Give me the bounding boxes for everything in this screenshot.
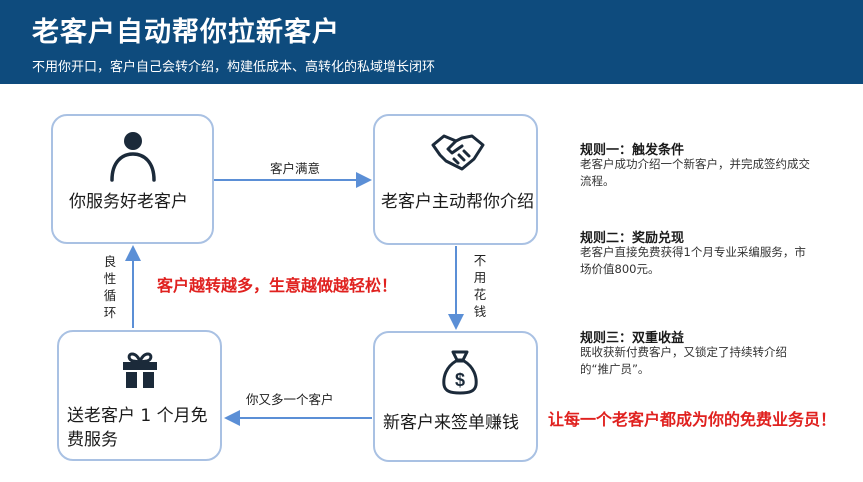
bottom-slogan: 让每一个老客户都成为你的免费业务员！ xyxy=(548,410,837,429)
edge-label-cycle: 良性循环 xyxy=(103,254,117,320)
edge-label-satisfied: 客户满意 xyxy=(270,161,321,176)
gift-icon xyxy=(123,352,157,388)
node-new-customer-signs: $ 新客户来签单赚钱 xyxy=(373,331,538,462)
node-refer-label: 老客户主动帮你介绍 xyxy=(381,192,534,212)
node-serve-label: 你服务好老客户 xyxy=(69,192,188,212)
node-serve-old-customer: 你服务好老客户 xyxy=(51,114,214,244)
money-bag-icon: $ xyxy=(442,350,478,395)
rule-3-text: 既收获新付费客户，又锁定了持续转介绍的“推广员”。 xyxy=(580,345,787,376)
node-gift-free-service: 送老客户 1 个月免费服务 xyxy=(57,330,222,461)
node-gift-label: 送老客户 1 个月免费服务 xyxy=(67,406,208,450)
center-slogan: 客户越转越多，生意越做越轻松！ xyxy=(157,276,398,295)
rule-1-text: 老客户成功介绍一个新客户，并完成签约成交流程。 xyxy=(580,157,810,188)
node-sign-label: 新客户来签单赚钱 xyxy=(383,413,519,433)
rule-3-title: 规则三：双重收益 xyxy=(580,331,685,346)
svg-text:$: $ xyxy=(455,370,465,390)
user-icon xyxy=(110,132,156,182)
node-old-customer-refers: 老客户主动帮你介绍 xyxy=(373,114,538,245)
edge-label-free: 不用花钱 xyxy=(473,253,487,319)
page-subtitle: 不用你开口，客户自己会转介绍，构建低成本、高转化的私域增长闭环 xyxy=(32,60,436,75)
rule-2-text: 老客户直接免费获得1个月专业采编服务，市场价值800元。 xyxy=(580,245,806,276)
rule-1-title: 规则一：触发条件 xyxy=(580,143,685,158)
handshake-icon xyxy=(431,134,485,171)
header-banner: 老客户自动帮你拉新客户 不用你开口，客户自己会转介绍，构建低成本、高转化的私域增… xyxy=(0,0,863,84)
edge-label-one-more: 你又多一个客户 xyxy=(246,392,334,407)
rule-2-title: 规则二：奖励兑现 xyxy=(580,231,685,246)
page-title: 老客户自动帮你拉新客户 xyxy=(32,17,340,48)
